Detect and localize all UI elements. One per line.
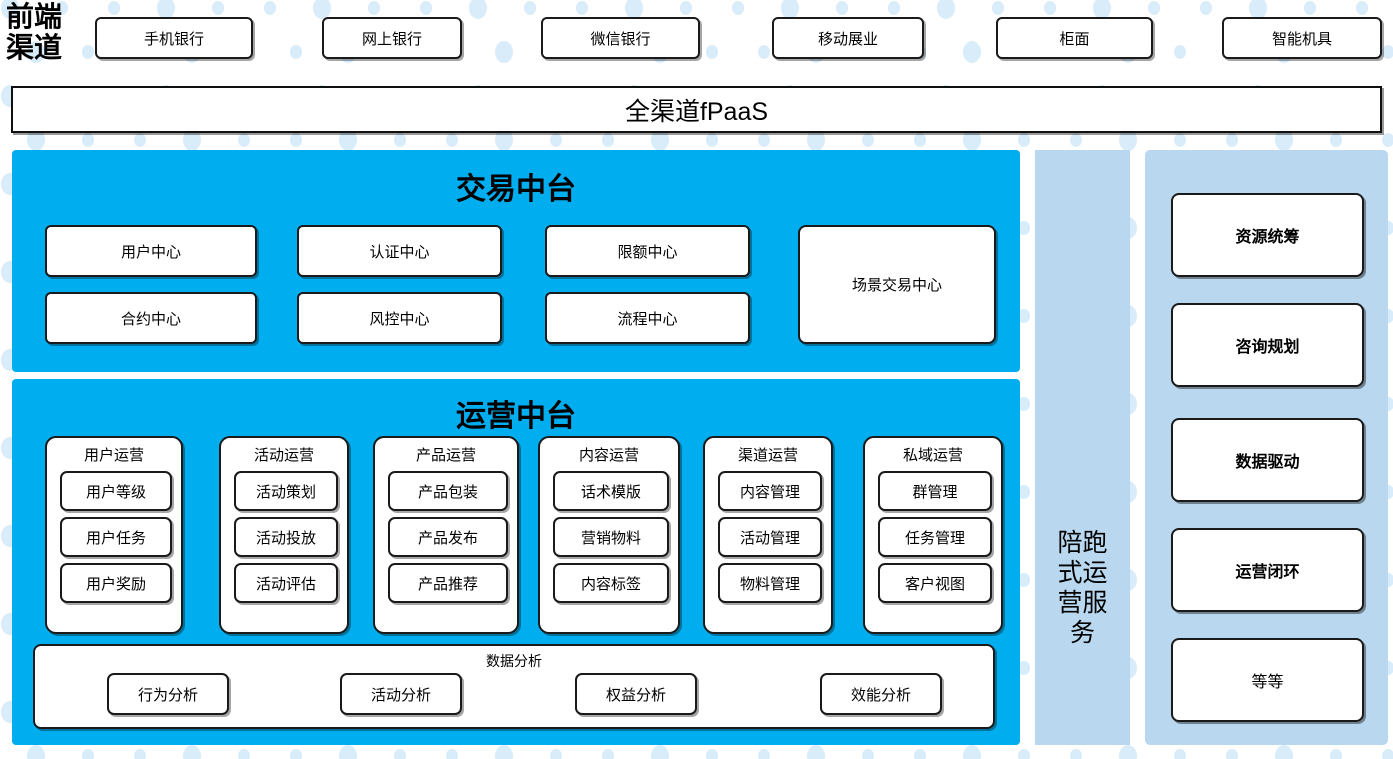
trade-center-box[interactable]: 限额中心 (545, 225, 750, 277)
service-card[interactable]: 运营闭环 (1171, 528, 1364, 612)
operations-item[interactable]: 活动管理 (718, 517, 822, 557)
data-analysis-item[interactable]: 活动分析 (340, 673, 462, 715)
operations-item[interactable]: 内容管理 (718, 471, 822, 511)
service-strip-label-line: 务 (1069, 619, 1095, 647)
trade-center-box[interactable]: 风控中心 (297, 292, 502, 344)
operations-item[interactable]: 用户等级 (60, 471, 172, 511)
data-analysis-item[interactable]: 行为分析 (107, 673, 229, 715)
operations-item[interactable]: 群管理 (878, 471, 992, 511)
channel-box-6[interactable]: 智能机具 (1222, 17, 1382, 59)
operations-item[interactable]: 用户奖励 (60, 563, 172, 603)
data-analysis-title: 数据分析 (486, 653, 542, 669)
trade-center-box[interactable]: 认证中心 (297, 225, 502, 277)
trade-middle-platform-panel: 交易中台 用户中心认证中心限额中心合约中心风控中心流程中心场景交易中心 (12, 150, 1020, 372)
front-channel-label-line1: 前端 (6, 2, 63, 33)
service-strip-label-line: 式运 (1057, 559, 1108, 587)
operations-item[interactable]: 营销物料 (553, 517, 669, 557)
operations-item[interactable]: 物料管理 (718, 563, 822, 603)
service-card[interactable]: 数据驱动 (1171, 418, 1364, 502)
accompanying-operation-service-label: 陪跑式运营服务 (1035, 528, 1130, 648)
trade-center-box[interactable]: 用户中心 (45, 225, 257, 277)
operations-item[interactable]: 话术模版 (553, 471, 669, 511)
operations-column-title: 内容运营 (578, 447, 639, 464)
operations-item[interactable]: 活动投放 (234, 517, 338, 557)
data-analysis-box: 数据分析 行为分析 活动分析 权益分析 效能分析 (33, 644, 995, 729)
scene-transaction-center-box[interactable]: 场景交易中心 (798, 225, 996, 344)
channel-box-2[interactable]: 网上银行 (322, 17, 462, 59)
operations-column: 私域运营群管理任务管理客户视图 (863, 436, 1003, 634)
data-analysis-item[interactable]: 权益分析 (575, 673, 697, 715)
operations-column: 内容运营话术模版营销物料内容标签 (538, 436, 680, 634)
front-channel-label: 前端 渠道 (6, 2, 88, 64)
channel-box-4[interactable]: 移动展业 (772, 17, 924, 59)
trade-platform-title: 交易中台 (456, 173, 576, 206)
operations-column: 渠道运营内容管理活动管理物料管理 (703, 436, 833, 634)
operations-column: 产品运营产品包装产品发布产品推荐 (373, 436, 519, 634)
operations-item[interactable]: 产品发布 (388, 517, 508, 557)
operations-item[interactable]: 任务管理 (878, 517, 992, 557)
omnichannel-fpaas-bar[interactable]: 全渠道fPaaS (11, 86, 1382, 133)
service-card[interactable]: 咨询规划 (1171, 303, 1364, 387)
operations-item[interactable]: 客户视图 (878, 563, 992, 603)
service-card[interactable]: 资源统筹 (1171, 193, 1364, 277)
operations-item[interactable]: 内容标签 (553, 563, 669, 603)
trade-center-box[interactable]: 合约中心 (45, 292, 257, 344)
operations-item[interactable]: 活动评估 (234, 563, 338, 603)
trade-center-box[interactable]: 流程中心 (545, 292, 750, 344)
operations-column: 活动运营活动策划活动投放活动评估 (219, 436, 349, 634)
operations-item[interactable]: 产品推荐 (388, 563, 508, 603)
service-card[interactable]: 等等 (1171, 638, 1364, 722)
operations-column-title: 产品运营 (415, 447, 476, 464)
service-cards-panel: 资源统筹咨询规划数据驱动运营闭环等等 (1145, 150, 1388, 745)
operations-platform-title: 运营中台 (456, 400, 576, 433)
operations-item[interactable]: 用户任务 (60, 517, 172, 557)
channel-box-5[interactable]: 柜面 (996, 17, 1153, 59)
operations-column-title: 渠道运营 (737, 447, 798, 464)
operations-item[interactable]: 活动策划 (234, 471, 338, 511)
service-strip-label-line: 陪跑 (1057, 529, 1108, 557)
accompanying-operation-service-strip: 陪跑式运营服务 (1035, 150, 1130, 745)
data-analysis-item[interactable]: 效能分析 (820, 673, 942, 715)
channel-box-1[interactable]: 手机银行 (95, 17, 253, 59)
operations-column-title: 用户运营 (83, 447, 144, 464)
front-channel-label-line2: 渠道 (6, 33, 63, 64)
operations-column-title: 活动运营 (253, 447, 314, 464)
operations-column: 用户运营用户等级用户任务用户奖励 (45, 436, 183, 634)
operations-item[interactable]: 产品包装 (388, 471, 508, 511)
service-strip-label-line: 营服 (1057, 589, 1108, 617)
operations-column-title: 私域运营 (902, 447, 963, 464)
channel-box-3[interactable]: 微信银行 (541, 17, 700, 59)
